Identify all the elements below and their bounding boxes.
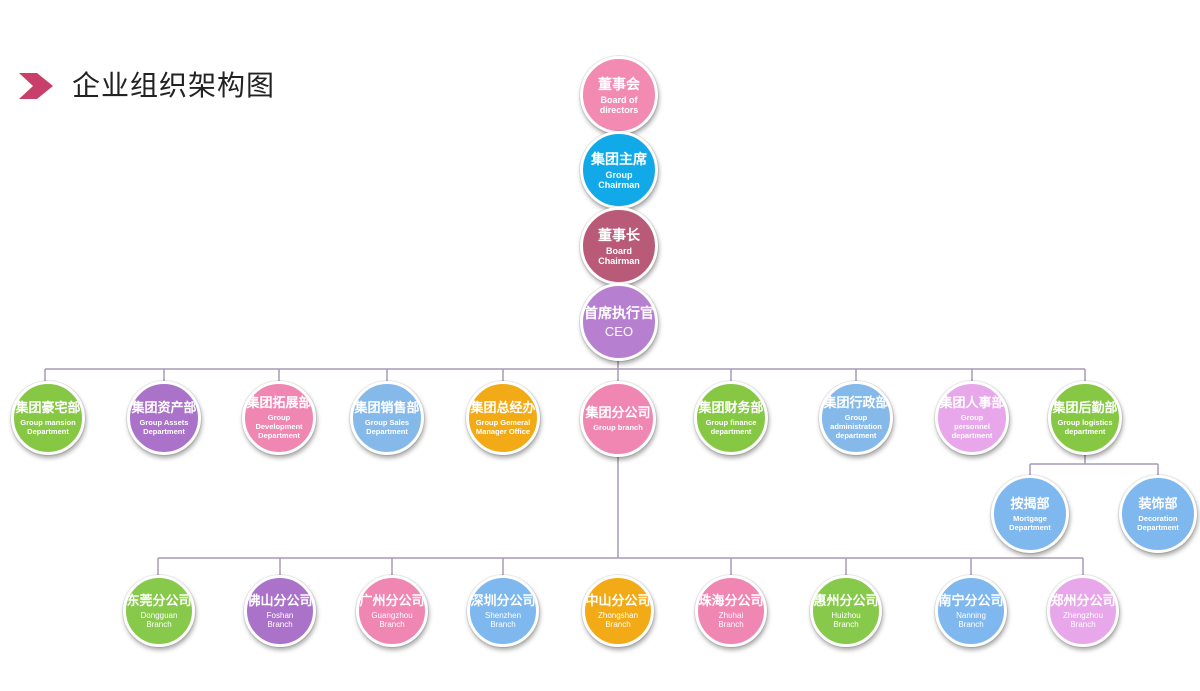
node-assets-department-zh: 集团资产部: [131, 400, 197, 416]
node-huizhou-branch-en: Huizhou Branch: [831, 610, 861, 629]
node-huizhou-branch-zh: 惠州分公司: [813, 593, 879, 609]
node-gm-office-zh: 集团总经办: [470, 400, 536, 416]
node-gm-office-en: Group Gemeral Manager Office: [475, 417, 531, 436]
node-personnel-department-en: Group personnel department: [951, 413, 993, 440]
node-zhongshan-branch: 中山分公司 Zhongshan Branch: [582, 575, 654, 647]
node-guangzhou-branch: 广州分公司 Guangzhou Branch: [356, 575, 428, 647]
node-zhuhai-branch-zh: 珠海分公司: [698, 593, 764, 609]
node-mortgage-department: 按揭部 Mortgage Department: [991, 475, 1069, 553]
node-nanning-branch-zh: 南宁分公司: [938, 593, 1004, 609]
node-board-chairman: 董事长 Board Chairman: [580, 207, 658, 285]
node-finance-department: 集团财务部 Group finance department: [694, 381, 768, 455]
node-zhuhai-branch-en: Zhuhai Branch: [718, 610, 744, 629]
node-development-department: 集团拓展部 Group Development Department: [242, 381, 316, 455]
node-logistics-department-en: Group logistics department: [1057, 417, 1113, 436]
node-board-of-directors-en: Board of directors: [599, 94, 639, 115]
node-ceo: 首席执行官 CEO: [580, 283, 658, 361]
node-zhengzhou-branch-zh: 郑州分公司: [1050, 593, 1116, 609]
node-sales-department: 集团销售部 Group Sales Department: [350, 381, 424, 455]
page-title: 企业组织架构图: [72, 69, 276, 102]
node-huizhou-branch: 惠州分公司 Huizhou Branch: [810, 575, 882, 647]
node-shenzhen-branch: 深圳分公司 Shenzhen Branch: [467, 575, 539, 647]
node-foshan-branch-en: Foshan Branch: [266, 610, 294, 629]
node-mansion-department: 集团豪宅部 Group mansion Department: [11, 381, 85, 455]
node-logistics-department: 集团后勤部 Group logistics department: [1048, 381, 1122, 455]
node-group-chairman-en: Group Chairman: [598, 169, 640, 190]
node-ceo-en: CEO: [604, 324, 634, 339]
node-finance-department-zh: 集团财务部: [698, 400, 764, 416]
node-decoration-department: 装饰部 Decoration Department: [1119, 475, 1197, 553]
node-sales-department-en: Group Sales Department: [364, 417, 410, 436]
node-dongguan-branch: 东莞分公司 Dongguan Branch: [123, 575, 195, 647]
node-zhengzhou-branch: 郑州分公司 Zhengzhou Branch: [1047, 575, 1119, 647]
node-shenzhen-branch-en: Shenzhen Branch: [484, 610, 522, 629]
node-ceo-zh: 首席执行官: [584, 306, 654, 322]
node-nanning-branch: 南宁分公司 Nanning Branch: [935, 575, 1007, 647]
chevron-right-icon: [19, 73, 53, 99]
node-mansion-department-zh: 集团豪宅部: [15, 400, 81, 416]
node-mortgage-department-zh: 按揭部: [1010, 496, 1050, 512]
node-assets-department: 集团资产部 Group Assets Department: [127, 381, 201, 455]
node-board-of-directors: 董事会 Board of directors: [580, 56, 658, 134]
node-zhengzhou-branch-en: Zhengzhou Branch: [1062, 610, 1104, 629]
node-zhongshan-branch-en: Zhongshan Branch: [597, 610, 639, 629]
node-finance-department-en: Group finance department: [705, 417, 757, 436]
node-administration-department-zh: 集团行政部: [823, 396, 889, 411]
node-personnel-department-zh: 集团人事部: [939, 396, 1005, 411]
node-administration-department-en: Group administration department: [830, 413, 882, 440]
node-foshan-branch-zh: 佛山分公司: [247, 593, 313, 609]
node-mansion-department-en: Group mansion Department: [20, 417, 76, 436]
node-personnel-department: 集团人事部 Group personnel department: [935, 381, 1009, 455]
node-board-chairman-en: Board Chairman: [598, 245, 640, 266]
node-guangzhou-branch-en: Guangzhou Branch: [371, 610, 413, 629]
node-decoration-department-zh: 装饰部: [1138, 496, 1178, 512]
node-assets-department-en: Group Assets Department: [139, 417, 189, 436]
node-logistics-department-zh: 集团后勤部: [1052, 400, 1118, 416]
node-development-department-en: Group Development Department: [255, 413, 303, 440]
node-mortgage-department-en: Mortgage Department: [1009, 513, 1051, 532]
node-group-chairman-zh: 集团主席: [591, 151, 647, 168]
node-board-chairman-zh: 董事长: [598, 227, 640, 244]
node-group-branch-en: Group branch: [593, 423, 643, 432]
node-dongguan-branch-zh: 东莞分公司: [126, 593, 192, 609]
node-administration-department: 集团行政部 Group administration department: [819, 381, 893, 455]
node-zhongshan-branch-zh: 中山分公司: [585, 593, 651, 609]
node-decoration-department-en: Decoration Department: [1137, 513, 1179, 532]
node-nanning-branch-en: Nanning Branch: [956, 610, 986, 629]
node-dongguan-branch-en: Dongguan Branch: [140, 610, 178, 629]
node-sales-department-zh: 集团销售部: [354, 400, 420, 416]
node-zhuhai-branch: 珠海分公司 Zhuhai Branch: [695, 575, 767, 647]
node-group-chairman: 集团主席 Group Chairman: [580, 131, 658, 209]
node-foshan-branch: 佛山分公司 Foshan Branch: [244, 575, 316, 647]
node-group-branch: 集团分公司 Group branch: [580, 381, 656, 457]
node-development-department-zh: 集团拓展部: [246, 396, 312, 411]
node-group-branch-zh: 集团分公司: [585, 406, 651, 421]
node-board-of-directors-zh: 董事会: [598, 76, 640, 93]
node-shenzhen-branch-zh: 深圳分公司: [470, 593, 536, 609]
node-guangzhou-branch-zh: 广州分公司: [359, 593, 425, 609]
node-gm-office: 集团总经办 Group Gemeral Manager Office: [466, 381, 540, 455]
